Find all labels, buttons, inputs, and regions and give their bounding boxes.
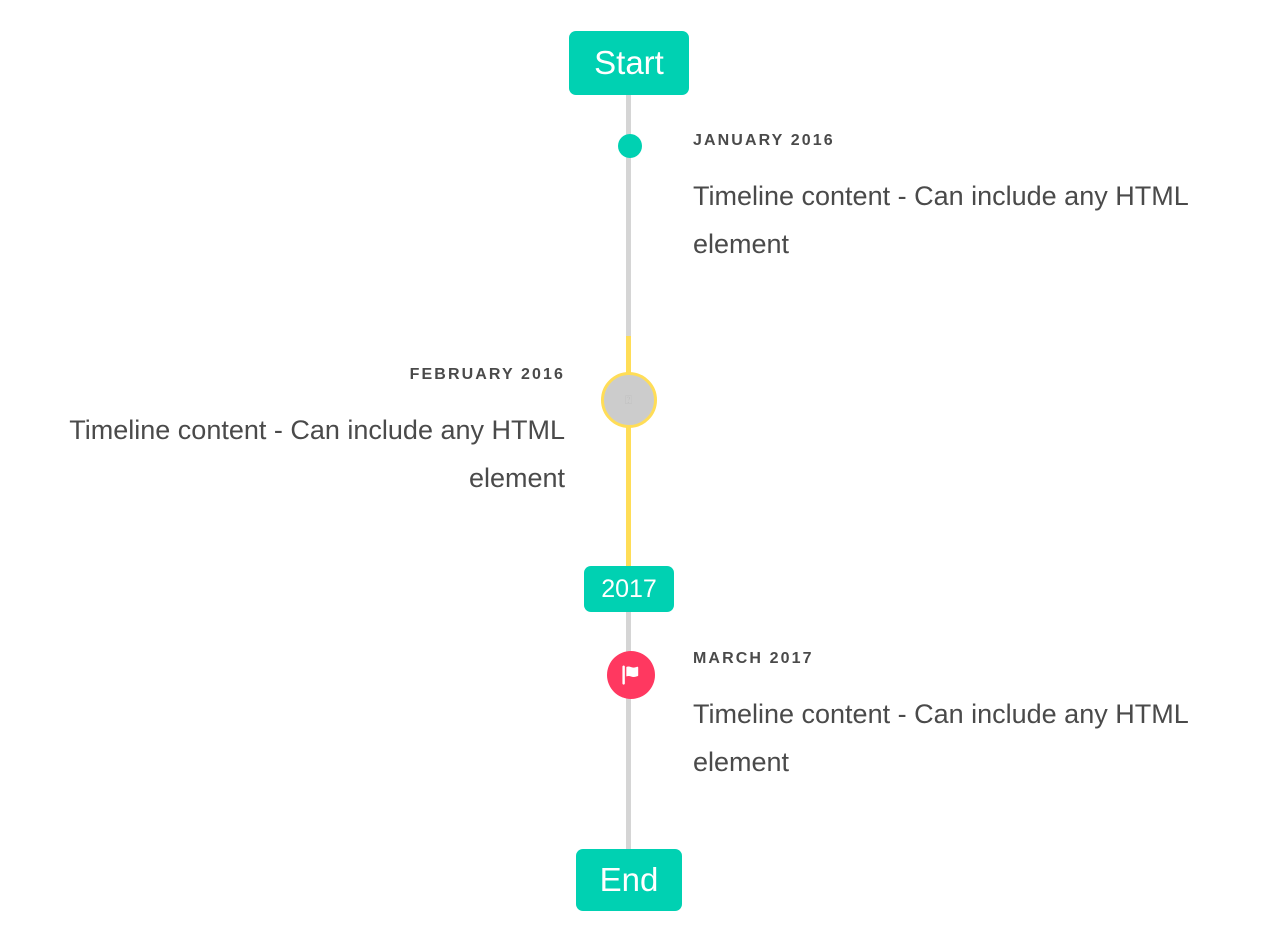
timeline-entry-february-2016: FEBRUARY 2016 Timeline content - Can inc… [35, 365, 565, 502]
timeline-year-label: 2017 [601, 574, 657, 603]
timeline-entry-header: FEBRUARY 2016 [409, 366, 565, 383]
timeline-start-badge[interactable]: Start [569, 31, 689, 95]
timeline-year-badge-2017[interactable]: 2017 [584, 566, 674, 612]
timeline-rail-segment-gray-bottom [626, 611, 631, 850]
timeline-start-label: Start [594, 44, 664, 81]
flag-icon[interactable] [607, 651, 655, 699]
timeline-entry-march-2017: MARCH 2017 Timeline content - Can includ… [693, 649, 1223, 786]
broken-image-glyph: ⍰ [624, 393, 634, 407]
timeline-entry-january-2016: JANUARY 2016 Timeline content - Can incl… [693, 131, 1223, 268]
timeline-end-badge[interactable]: End [576, 849, 682, 911]
timeline-rail-segment-gray-top [626, 95, 631, 336]
timeline-entry-header: JANUARY 2016 [693, 132, 835, 149]
broken-image-icon[interactable]: ⍰ [601, 372, 657, 428]
timeline-entry-header: MARCH 2017 [693, 650, 814, 667]
timeline-entry-body: Timeline content - Can include any HTML … [69, 415, 565, 494]
timeline-entry-body: Timeline content - Can include any HTML … [693, 699, 1188, 778]
timeline-entry-body: Timeline content - Can include any HTML … [693, 181, 1188, 260]
timeline-rail-segment-yellow [626, 336, 631, 567]
dot-icon[interactable] [618, 134, 642, 158]
timeline-end-label: End [599, 861, 659, 898]
